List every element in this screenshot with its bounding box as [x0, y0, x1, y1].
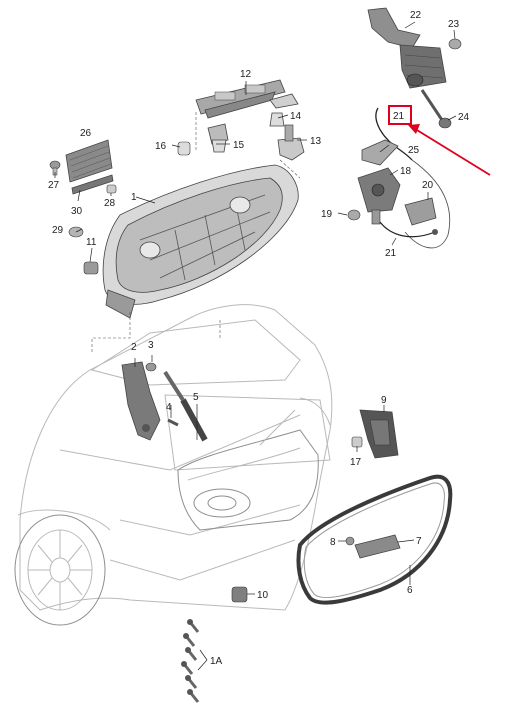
label-19: 19 — [321, 209, 333, 220]
label-17: 17 — [350, 457, 362, 468]
label-18: 18 — [400, 166, 412, 177]
part-16-grommet — [177, 141, 191, 156]
part-12-handle-strip — [195, 79, 286, 119]
label-2: 2 — [131, 342, 137, 353]
highlight-callout — [388, 105, 491, 176]
part-11-stop — [83, 261, 99, 275]
label-24: 24 — [458, 112, 470, 123]
part-14-bracket — [269, 93, 299, 109]
label-16: 16 — [155, 141, 167, 152]
label-21-lower: 21 — [385, 248, 397, 259]
label-14: 14 — [290, 111, 302, 122]
label-25: 25 — [408, 145, 420, 156]
part-7-striker — [354, 534, 401, 559]
label-20: 20 — [422, 180, 434, 191]
label-10: 10 — [257, 590, 269, 601]
part-21-cable — [375, 107, 413, 161]
part-8-clip — [345, 536, 355, 546]
part-22-actuator — [367, 7, 447, 89]
label-3: 3 — [148, 340, 154, 351]
part-17-clip — [351, 436, 363, 448]
part-24-bolt — [420, 89, 452, 129]
part-5-gas-strut — [163, 370, 208, 442]
label-12: 12 — [240, 69, 252, 80]
label-1: 1 — [131, 192, 137, 203]
part-13-latch — [277, 124, 305, 161]
highlight-arrowhead — [408, 124, 420, 134]
car-body-outline — [14, 304, 333, 626]
label-26: 26 — [80, 128, 92, 139]
part-23-nut — [448, 38, 462, 50]
label-7: 7 — [416, 536, 422, 547]
label-28: 28 — [104, 198, 116, 209]
dashed-connectors — [91, 112, 301, 352]
part-14-clip — [269, 112, 285, 127]
label-21-highlighted: 21 — [393, 111, 405, 122]
trunk-lid — [102, 164, 299, 319]
label-15: 15 — [233, 140, 245, 151]
part-26-plate — [65, 139, 113, 183]
part-20-bracket — [404, 197, 437, 226]
part-18-lock — [357, 167, 401, 225]
part-bracket-center — [207, 123, 229, 145]
label-6: 6 — [407, 585, 413, 596]
label-22: 22 — [410, 10, 422, 21]
part-21-cable-lower — [404, 159, 451, 249]
part-4-screw — [167, 418, 179, 427]
part-21-lower-cable — [379, 221, 436, 238]
part-2-hinge — [121, 361, 161, 441]
part-6-seal — [296, 474, 453, 605]
highlight-box-21 — [388, 105, 412, 125]
part-9-bracket — [359, 409, 399, 459]
leader-lines — [54, 21, 457, 671]
part-19-nut — [347, 209, 361, 221]
part-3-nut — [145, 362, 157, 372]
label-8: 8 — [330, 537, 336, 548]
part-1a-screws — [181, 619, 200, 703]
label-27: 27 — [48, 180, 60, 191]
label-9: 9 — [381, 395, 387, 406]
part-10-buffer — [231, 586, 248, 603]
label-11: 11 — [86, 237, 97, 248]
label-13: 13 — [310, 136, 322, 147]
part-27-screw — [49, 160, 61, 176]
label-23: 23 — [448, 19, 460, 30]
label-29: 29 — [52, 225, 64, 236]
part-25-cover — [361, 139, 399, 166]
part-30-strip — [71, 174, 114, 195]
highlight-arrow-line — [411, 126, 491, 176]
label-30: 30 — [71, 206, 83, 217]
label-1a: 1A — [210, 656, 223, 667]
part-15-cap — [211, 139, 227, 153]
label-4: 4 — [166, 402, 172, 413]
label-5: 5 — [193, 392, 199, 403]
part-28-clip — [106, 184, 117, 194]
part-labels: 1 1A 2 3 4 5 6 7 8 9 10 11 12 13 14 15 1… — [48, 10, 470, 667]
